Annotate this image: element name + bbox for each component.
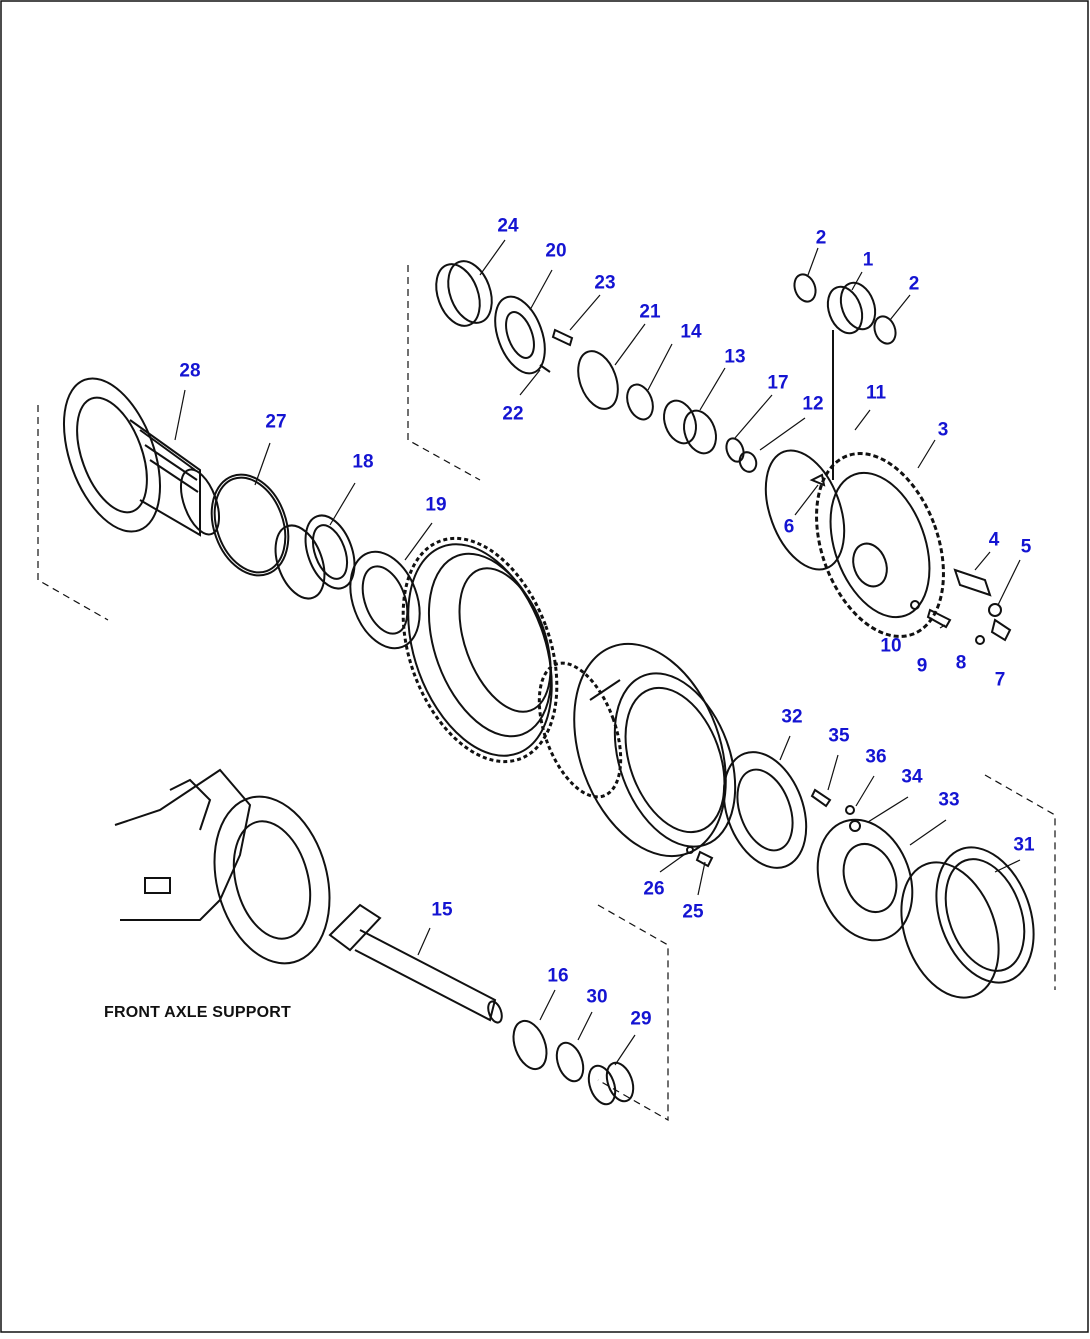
callout-16: 16 (547, 965, 569, 987)
callout-24: 24 (497, 215, 519, 237)
callout-23: 23 (594, 272, 616, 294)
callout-18: 18 (352, 451, 374, 473)
callout-33: 33 (938, 789, 960, 811)
callout-9: 9 (916, 655, 928, 677)
callout-30: 30 (586, 986, 608, 1008)
callout-5: 5 (1020, 536, 1032, 558)
callout-1: 1 (862, 249, 874, 271)
callout-34: 34 (901, 766, 923, 788)
callout-15: 15 (431, 899, 453, 921)
part-wheel-hub (537, 642, 737, 858)
part-3-planet-carrier (764, 449, 1012, 645)
part-15-axle-shaft (328, 903, 503, 1024)
callout-2: 2 (815, 227, 827, 249)
callout-2: 2 (908, 273, 920, 295)
part-28-hub-shaft (62, 377, 221, 537)
callout-6: 6 (783, 516, 795, 538)
callout-29: 29 (630, 1008, 652, 1030)
front-axle-support-housing (114, 768, 331, 965)
callout-35: 35 (828, 725, 850, 747)
callout-27: 27 (265, 411, 287, 433)
callout-3: 3 (937, 419, 949, 441)
callout-17: 17 (767, 372, 789, 394)
callout-19: 19 (425, 494, 447, 516)
callout-14: 14 (680, 321, 702, 343)
callout-31: 31 (1013, 834, 1035, 856)
callout-7: 7 (994, 669, 1006, 691)
callout-26: 26 (643, 878, 665, 900)
callout-13: 13 (724, 346, 746, 368)
callout-32: 32 (781, 706, 803, 728)
callout-36: 36 (865, 746, 887, 768)
callout-25: 25 (682, 901, 704, 923)
front-axle-support-label: FRONT AXLE SUPPORT (104, 1004, 292, 1021)
callout-10: 10 (880, 635, 902, 657)
callout-21: 21 (639, 301, 661, 323)
callout-4: 4 (988, 529, 1000, 551)
callout-22: 22 (502, 403, 524, 425)
callout-20: 20 (545, 240, 567, 262)
part-ring-gear (401, 536, 559, 764)
callout-11: 11 (865, 382, 887, 404)
callout-12: 12 (802, 393, 824, 415)
callout-8: 8 (955, 652, 967, 674)
callout-28: 28 (179, 360, 201, 382)
